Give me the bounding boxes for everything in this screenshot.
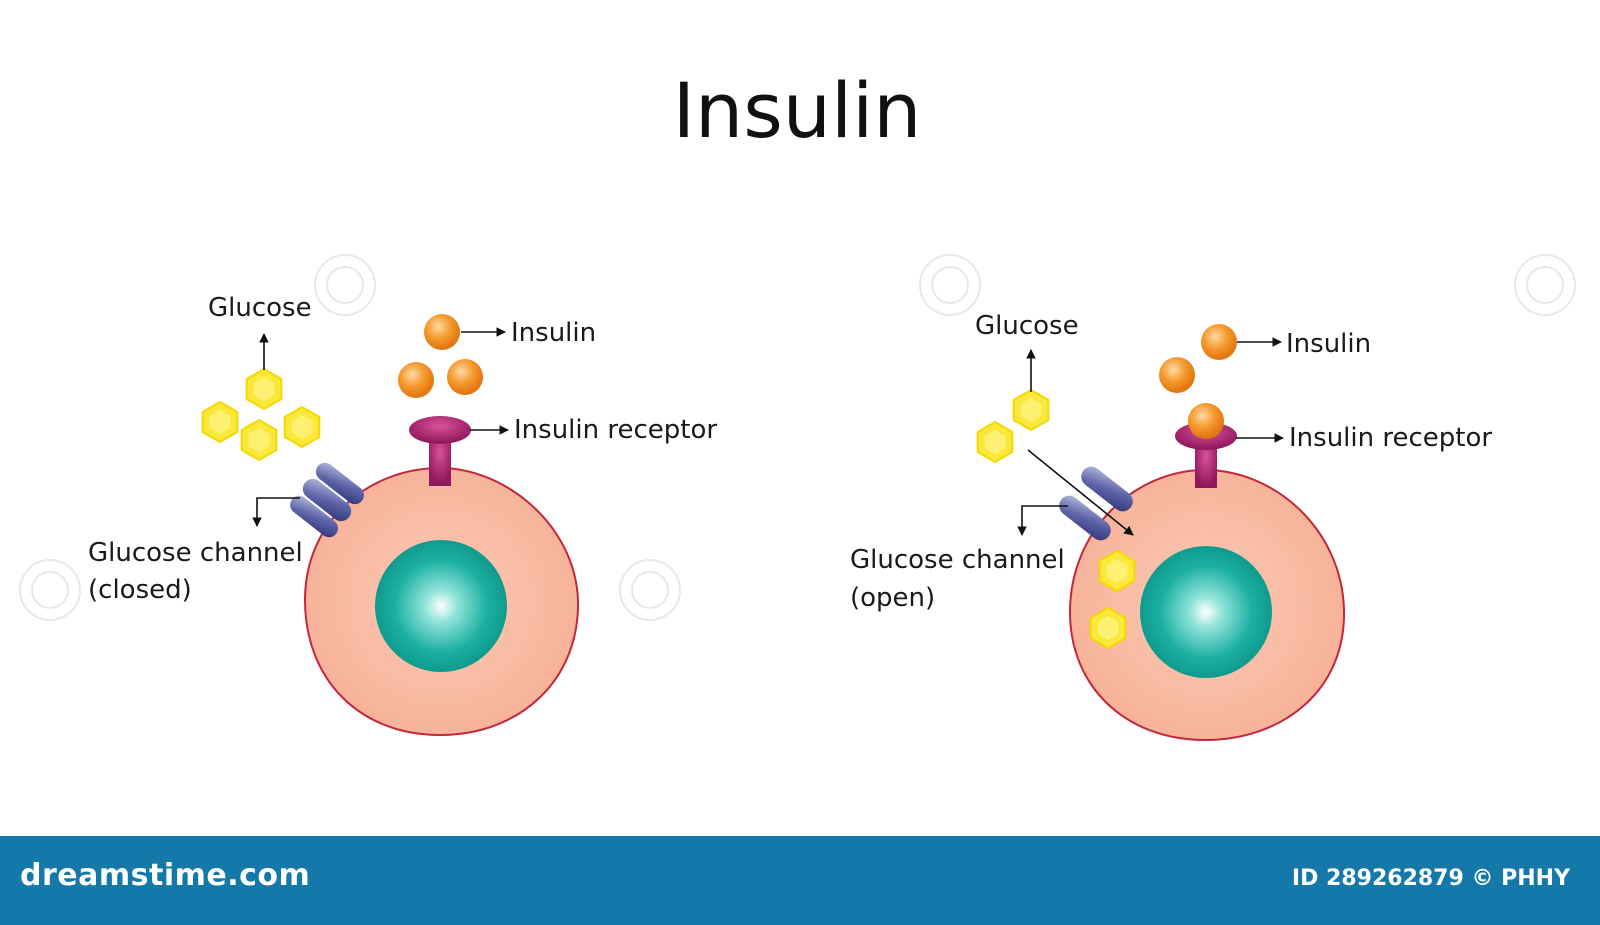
watermark-footer: dreamstime.com ID 289262879 © PHHY (0, 836, 1600, 925)
watermark-brand: dreamstime.com (20, 858, 311, 893)
insulin-molecules (398, 314, 483, 398)
glucose-label: Glucose (975, 311, 1079, 341)
glucose-channel-label: Glucose channel (88, 538, 303, 568)
label-arrows (1017, 337, 1284, 536)
diagram-title: Insulin (673, 66, 922, 155)
label-arrows (252, 327, 509, 527)
glucose-molecules (201, 368, 321, 461)
channel-state-label: (open) (850, 583, 935, 613)
panel-closed: Glucose Insulin Insulin receptor Glucose… (88, 293, 717, 737)
watermark-credit: ID 289262879 © PHHY (1291, 866, 1570, 891)
insulin-receptor (409, 416, 471, 486)
glucose-label: Glucose (208, 293, 312, 323)
glucose-channel-label: Glucose channel (850, 545, 1065, 575)
insulin-molecules (1159, 324, 1237, 393)
channel-state-label: (closed) (88, 575, 192, 605)
cell-nucleus (375, 540, 507, 672)
insulin-label: Insulin (511, 318, 596, 348)
cell-nucleus (1140, 546, 1272, 678)
insulin-label: Insulin (1286, 329, 1371, 359)
insulin-receptor (1175, 403, 1237, 488)
insulin-receptor-label: Insulin receptor (1289, 423, 1492, 453)
glucose-channel-closed (290, 462, 364, 538)
glucose-channel-open (1059, 466, 1133, 541)
panel-open: Glucose Insulin Insulin receptor Glucose… (850, 311, 1492, 742)
insulin-receptor-label: Insulin receptor (514, 415, 717, 445)
